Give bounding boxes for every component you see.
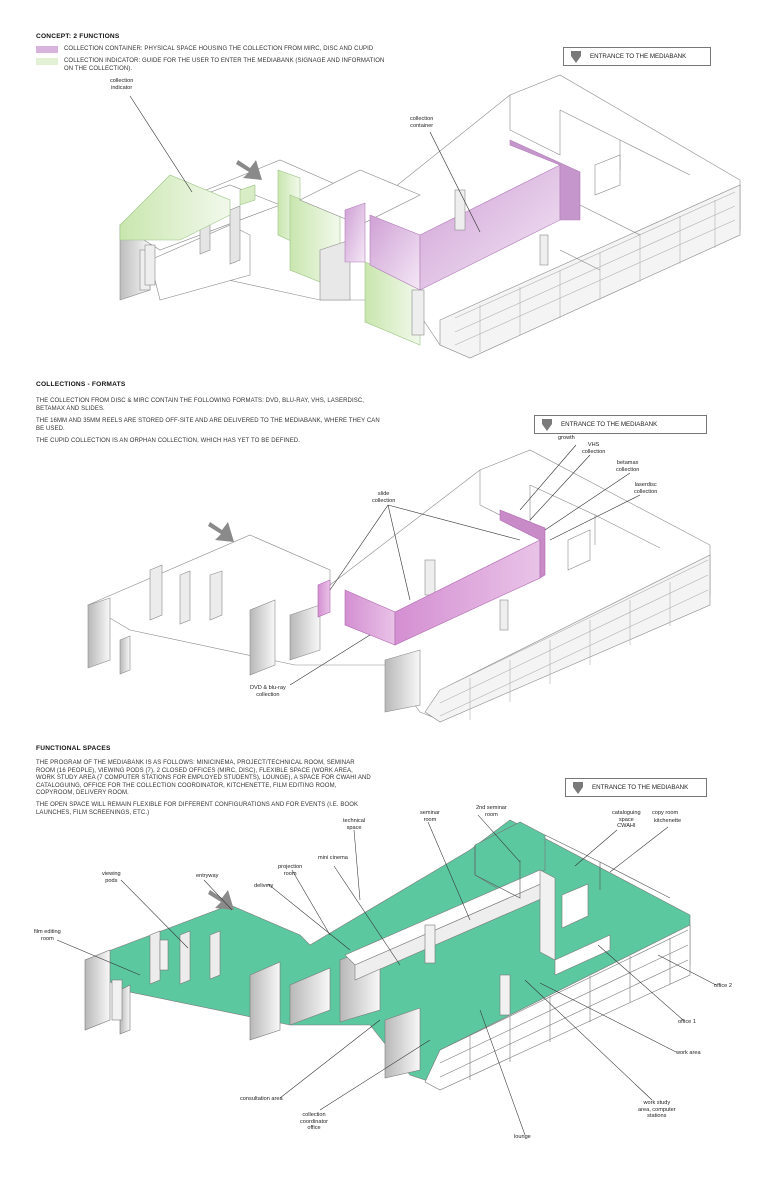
entrance-arrow-icon [568, 48, 584, 65]
label-kitchenette: kitchenette [654, 818, 682, 824]
label-growth: growth [558, 435, 575, 441]
label-work-area: work area [676, 1050, 701, 1056]
legend-indicator-text: COLLECTION INDICATOR: GUIDE FOR THE USER… [64, 58, 385, 72]
entrance-arrow-icon [570, 779, 586, 796]
entrance-label-3: ENTRANCE TO THE MEDIABANK [592, 784, 689, 791]
label-office-1: office 1 [678, 1019, 696, 1025]
section2-paragraph-1: THE COLLECTION FROM DISC & MIRC CONTAIN … [36, 398, 365, 412]
legend-swatch-container [36, 46, 58, 53]
entrance-legend-2: ENTRANCE TO THE MEDIABANK [534, 415, 707, 434]
entrance-arrow-icon-2 [208, 522, 234, 542]
section3-paragraph-2: THE OPEN SPACE WILL REMAIN FLEXIBLE FOR … [36, 802, 359, 816]
legend-swatch-indicator [36, 58, 58, 65]
label-entryway: entryway [196, 873, 219, 879]
legend-container-text: COLLECTION CONTAINER: PHYSICAL SPACE HOU… [64, 46, 374, 52]
section2-paragraph-2: THE 16MM AND 35MM REELS ARE STORED OFF-S… [36, 418, 380, 432]
legend-indicator: COLLECTION INDICATOR: GUIDE FOR THE USER… [36, 58, 426, 73]
entrance-label-1: ENTRANCE TO THE MEDIABANK [590, 53, 687, 60]
entrance-legend-3: ENTRANCE TO THE MEDIABANK [565, 778, 707, 797]
section3-heading: FUNCTIONAL SPACES [36, 745, 111, 752]
label-mini-cinema: mini cinema [318, 855, 348, 861]
label-consultation: consultation area [240, 1096, 283, 1102]
entrance-arrow-icon [539, 416, 555, 433]
entrance-arrow-icon-1 [236, 160, 262, 180]
section2-heading: COLLECTIONS - FORMATS [36, 381, 126, 388]
section2-paragraph-3: THE CUPID COLLECTION IS AN ORPHAN COLLEC… [36, 438, 301, 444]
label-lounge: lounge [514, 1134, 531, 1140]
section3-paragraph-1: THE PROGRAM OF THE MEDIABANK IS AS FOLLO… [36, 760, 371, 797]
legend-container: COLLECTION CONTAINER: PHYSICAL SPACE HOU… [36, 46, 426, 54]
label-copy-room: copy room [652, 810, 679, 816]
entrance-arrow-icon-3 [208, 890, 234, 910]
label-office-2: office 2 [714, 983, 732, 989]
label-delivery: delivery [254, 883, 274, 889]
section1-heading: CONCEPT: 2 FUNCTIONS [36, 33, 120, 40]
entrance-legend-1: ENTRANCE TO THE MEDIABANK [563, 47, 711, 66]
entrance-label-2: ENTRANCE TO THE MEDIABANK [561, 421, 658, 428]
